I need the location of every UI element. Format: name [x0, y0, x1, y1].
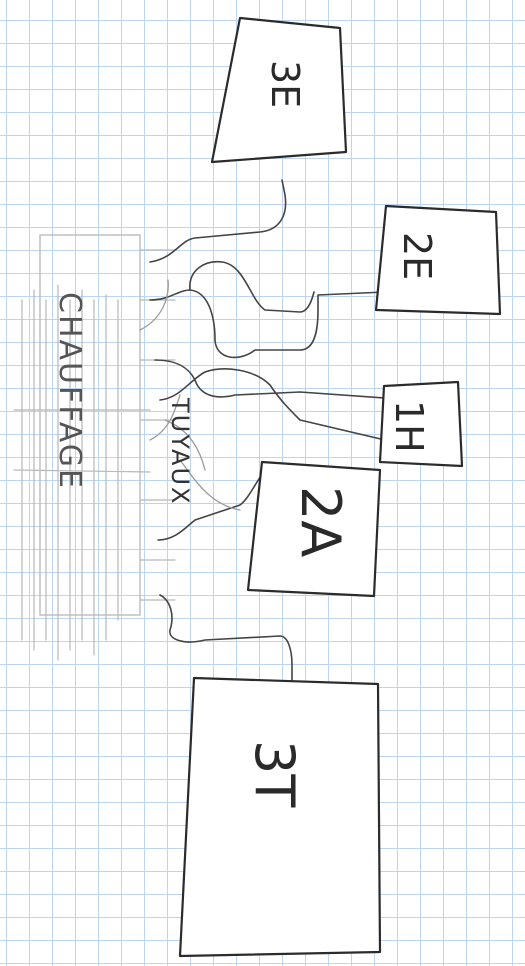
room-3t-label: 3T: [243, 740, 306, 808]
room-3t: 3T: [180, 678, 380, 956]
pencil-shading: [14, 235, 175, 660]
pipes-label: TUYAUX: [166, 397, 194, 505]
room-1h: 1H: [380, 382, 462, 466]
room-3e: 3E: [212, 18, 346, 162]
room-2a: 2A: [248, 462, 380, 596]
room-2e: 2E: [376, 206, 500, 314]
room-1h-label: 1H: [387, 400, 431, 453]
room-3e-label: 3E: [263, 60, 307, 108]
heating-label: CHAUFFAGE: [52, 292, 87, 490]
room-2a-label: 2A: [289, 486, 352, 557]
room-2e-label: 2E: [395, 232, 439, 280]
